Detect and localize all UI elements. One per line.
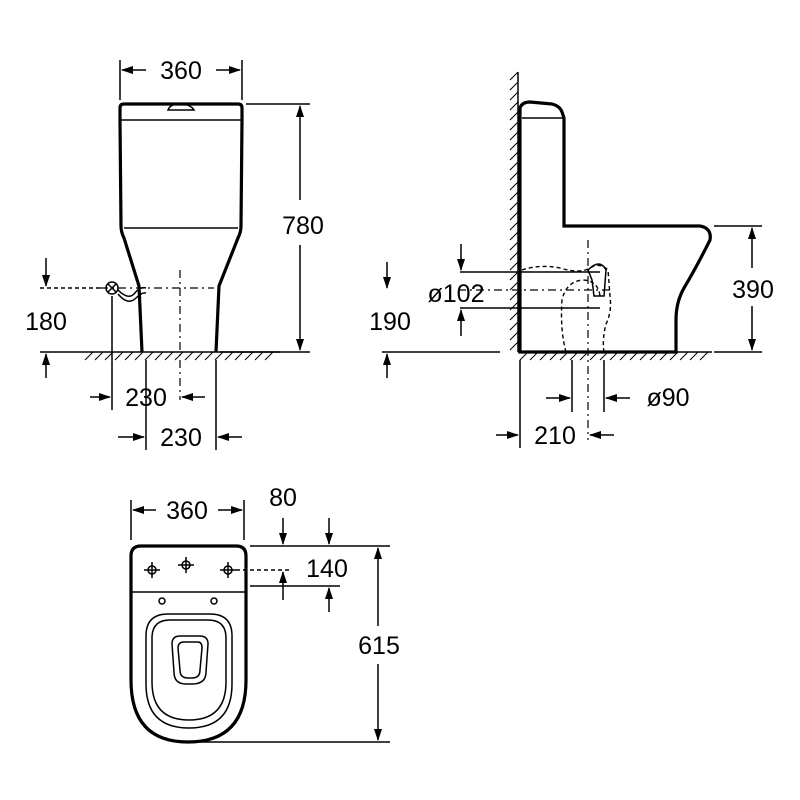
seat-inner <box>151 619 227 721</box>
flush-button <box>166 103 196 111</box>
bowl-height-label: 390 <box>732 276 774 304</box>
outlet-diameter-label: ø90 <box>646 384 689 412</box>
front-view: 360 780 180 230 230 <box>25 57 324 452</box>
front-tank-lid <box>118 102 244 120</box>
top-body-outline <box>129 544 248 744</box>
side-trap-inner <box>560 279 601 353</box>
front-floor-hatch <box>84 351 274 361</box>
bowl-outlet-inner <box>177 641 203 679</box>
outlet-distance-label: 210 <box>534 422 576 450</box>
mounting-holes-icon <box>144 557 236 605</box>
wall-hatch <box>509 71 519 351</box>
depth-label: 615 <box>358 632 400 660</box>
top-view: 360 80 140 615 <box>129 484 400 744</box>
inlet-diameter-label: ø102 <box>428 280 485 308</box>
front-body-outline <box>118 119 244 353</box>
front-height-label: 780 <box>282 212 324 240</box>
top-width-label: 360 <box>166 497 208 525</box>
side-floor-hatch <box>519 351 709 361</box>
hole-offset-b-label: 140 <box>306 555 348 583</box>
side-trap-path <box>521 264 612 353</box>
hole-offset-a-label: 80 <box>269 484 297 512</box>
supply-valve-icon <box>105 281 147 302</box>
seat-outer <box>145 613 233 729</box>
front-width-label: 360 <box>160 57 202 85</box>
inlet-height-label: 190 <box>369 308 411 336</box>
supply-height-label: 180 <box>25 308 67 336</box>
outlet-offset-label: 230 <box>160 424 202 452</box>
bowl-outlet-outer <box>171 635 209 685</box>
side-outlet-bend <box>587 263 607 297</box>
side-body-outline <box>518 100 712 354</box>
side-view: ø102 190 390 ø90 210 <box>369 71 774 450</box>
